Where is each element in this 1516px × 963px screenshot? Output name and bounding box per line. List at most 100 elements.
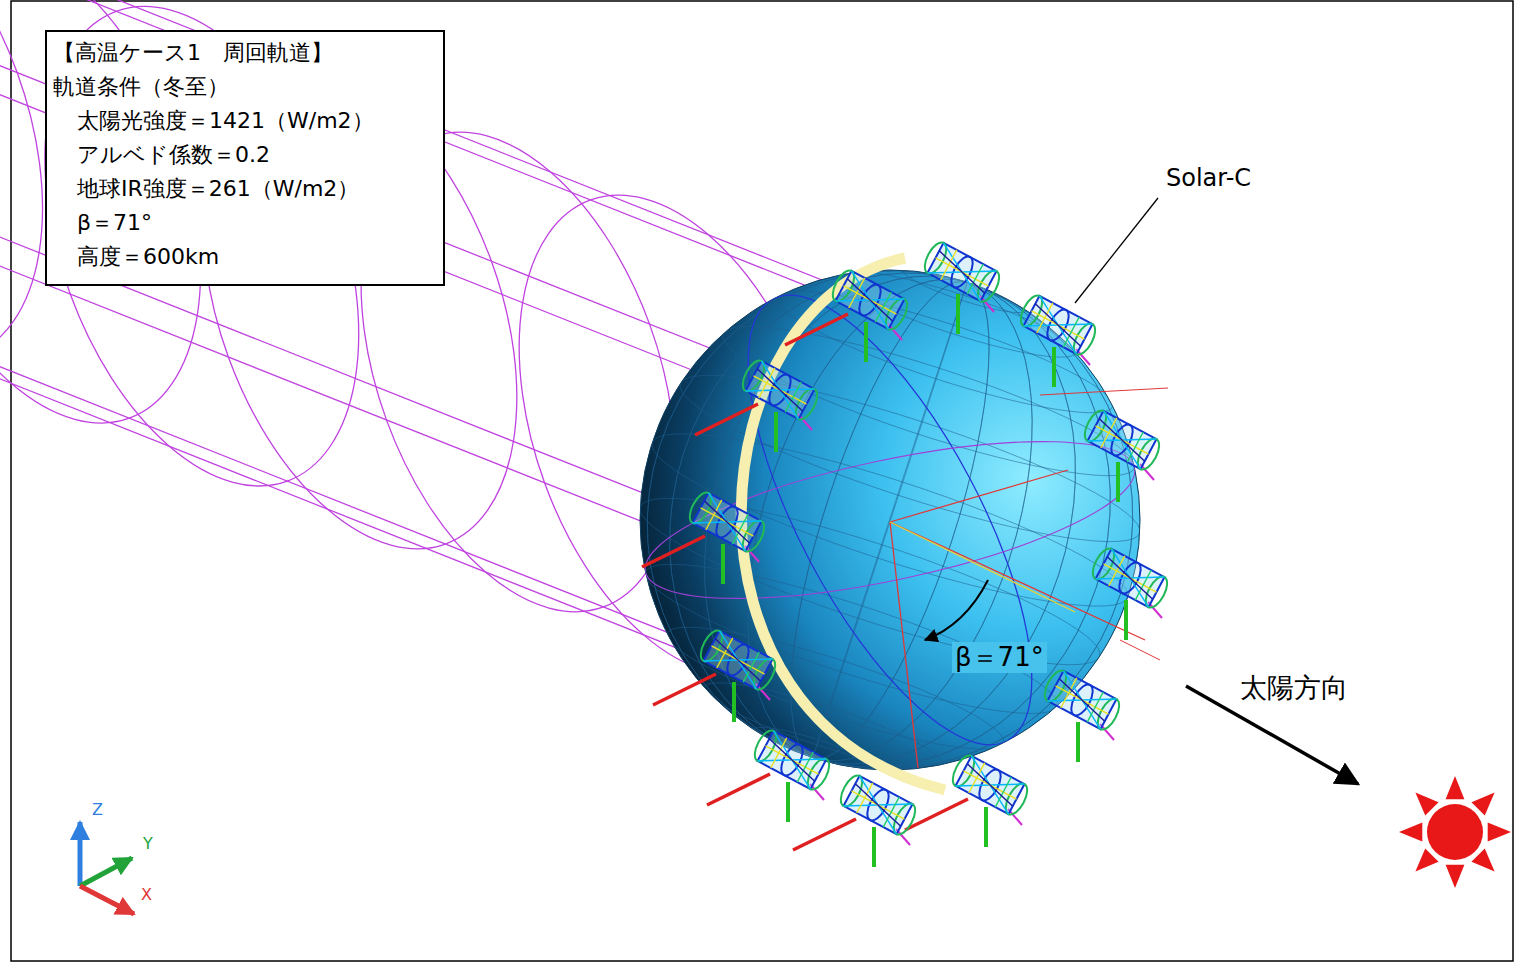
satellite xyxy=(1080,407,1163,502)
satellite-truss xyxy=(762,739,822,781)
vector-line xyxy=(1120,640,1160,660)
satellite xyxy=(785,267,912,362)
satellite-truss xyxy=(746,361,815,419)
attitude-line xyxy=(1052,347,1056,387)
satellite-body xyxy=(956,756,1025,814)
satellite-body xyxy=(928,243,997,301)
axis-arrow xyxy=(78,822,83,886)
condition-line: β＝71° xyxy=(53,206,431,240)
sun-ray xyxy=(1471,848,1494,871)
axis-label: Y xyxy=(143,834,153,853)
satellite-truss xyxy=(1048,671,1117,729)
satellite xyxy=(653,627,780,722)
parallel xyxy=(712,301,1145,501)
sun-ray xyxy=(1488,823,1511,842)
attitude-line xyxy=(774,412,778,452)
axis-triad xyxy=(80,822,134,914)
sun-ray xyxy=(1415,848,1438,871)
sun-disc xyxy=(1427,804,1483,860)
leader-line xyxy=(1075,198,1158,303)
earth xyxy=(574,203,1206,837)
satellite xyxy=(1088,545,1171,640)
satellite-truss xyxy=(848,784,908,826)
condition-line: アルベド係数＝0.2 xyxy=(53,138,431,172)
satellite-truss xyxy=(704,631,773,689)
satellite-truss xyxy=(1100,557,1160,599)
parallel xyxy=(628,470,1111,693)
satellites xyxy=(642,239,1172,867)
satellite-body xyxy=(1088,411,1157,469)
satellite-truss xyxy=(758,731,827,789)
condition-box: 【高温ケース1 周回軌道】軌道条件（冬至）太陽光強度＝1421（W/m2）アルベ… xyxy=(45,30,445,286)
sun-symbol xyxy=(1399,776,1511,888)
satellite xyxy=(1016,292,1099,387)
meridian xyxy=(583,207,1198,832)
vector-line xyxy=(890,470,1068,522)
satellite-truss xyxy=(844,776,913,834)
satellite-truss xyxy=(928,243,997,301)
attitude-line xyxy=(793,819,856,850)
satellite-truss xyxy=(1048,671,1117,729)
sun-ray xyxy=(1399,823,1422,842)
satellite-truss xyxy=(932,251,992,293)
direction-label: 太陽方向 xyxy=(1240,672,1348,704)
attitude-line xyxy=(653,674,716,705)
attitude-line xyxy=(864,322,868,362)
orbit-ring xyxy=(741,258,945,790)
satellite-truss xyxy=(956,756,1025,814)
attitude-line xyxy=(1076,722,1080,762)
meridian xyxy=(583,207,1198,832)
axis-arrow xyxy=(80,886,134,914)
beta-arc xyxy=(925,580,988,640)
vector-line xyxy=(890,522,1075,612)
satellite-truss xyxy=(746,361,815,419)
satellite-truss xyxy=(708,639,768,681)
satellite-truss xyxy=(844,776,913,834)
attitude-line xyxy=(984,807,988,847)
angle-label: β＝71° xyxy=(952,642,1047,673)
condition-line: 地球IR強度＝261（W/m2） xyxy=(53,172,431,206)
case-title: 【高温ケース1 周回軌道】 xyxy=(53,36,431,70)
frame xyxy=(11,1,1513,961)
satellite-body xyxy=(1048,671,1117,729)
sun-ray xyxy=(1446,865,1465,888)
satellite-body xyxy=(746,361,815,419)
satellite-truss xyxy=(840,279,900,321)
satellite-truss xyxy=(704,631,773,689)
satellite-truss xyxy=(1024,296,1093,354)
condition-line: 太陽光強度＝1421（W/m2） xyxy=(53,104,431,138)
satellite xyxy=(1040,667,1123,762)
satellite-truss xyxy=(1088,411,1157,469)
sun-ray xyxy=(1471,792,1494,815)
attitude-line xyxy=(732,682,736,722)
satellite-truss xyxy=(758,731,827,789)
satellite-truss xyxy=(693,493,762,551)
satellite-truss xyxy=(1088,411,1157,469)
satellite-truss xyxy=(1028,304,1088,346)
satellite-truss xyxy=(1096,549,1165,607)
attitude-line xyxy=(695,404,758,435)
parallel xyxy=(768,270,1122,433)
satellite-truss xyxy=(1024,296,1093,354)
condition-line: 高度＝600km xyxy=(53,240,431,274)
satellite-body xyxy=(1024,296,1093,354)
great-circle xyxy=(633,409,1147,630)
parallel xyxy=(640,405,1140,636)
axis-label: Z xyxy=(92,800,103,819)
satellite-truss xyxy=(750,369,810,411)
earth-sphere xyxy=(640,270,1140,770)
attitude-line xyxy=(721,544,725,584)
meridian xyxy=(606,215,1173,825)
satellite-body xyxy=(836,271,905,329)
attitude-line xyxy=(786,782,790,822)
satellite-truss xyxy=(697,501,757,543)
satellite-truss xyxy=(693,493,762,551)
satellite-truss xyxy=(836,271,905,329)
attitude-line xyxy=(956,294,960,334)
satellite-truss xyxy=(1052,679,1112,721)
satellite xyxy=(642,489,769,584)
satellite-body xyxy=(693,493,762,551)
meridian xyxy=(644,227,1136,812)
attitude-line xyxy=(785,314,848,345)
shadow-line xyxy=(0,0,804,285)
